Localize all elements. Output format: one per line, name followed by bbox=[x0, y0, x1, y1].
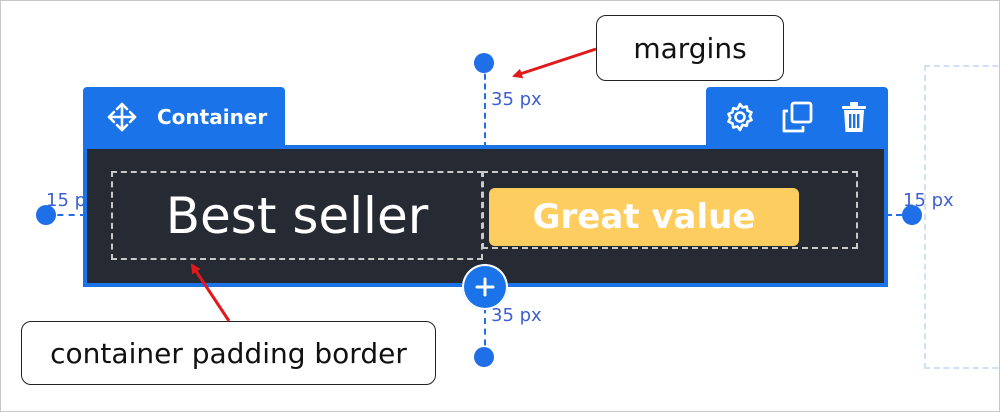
margin-bottom-value: 35 px bbox=[491, 305, 542, 326]
margin-bottom-handle[interactable] bbox=[474, 347, 494, 367]
best-seller-heading[interactable]: Best seller bbox=[165, 186, 429, 245]
element-type-label: Container bbox=[157, 105, 268, 129]
margin-top-handle[interactable] bbox=[474, 53, 494, 73]
adjacent-element-outline bbox=[924, 65, 1000, 369]
margin-left-handle[interactable] bbox=[36, 205, 56, 225]
margin-left-guide bbox=[46, 214, 86, 216]
margins-callout: margins bbox=[596, 15, 784, 81]
element-type-tab[interactable]: Container bbox=[83, 87, 285, 147]
margin-right-guide bbox=[886, 214, 912, 216]
element-toolbar bbox=[706, 87, 888, 147]
margin-top-guide bbox=[484, 64, 486, 148]
padding-border-left: Best seller bbox=[111, 171, 483, 260]
padding-border-right bbox=[482, 171, 858, 249]
settings-icon[interactable] bbox=[720, 97, 760, 137]
duplicate-icon[interactable] bbox=[777, 97, 817, 137]
great-value-badge[interactable]: Great value bbox=[489, 188, 799, 246]
delete-icon[interactable] bbox=[834, 97, 874, 137]
add-element-button[interactable] bbox=[462, 264, 508, 310]
plus-icon bbox=[475, 277, 495, 297]
margin-right-handle[interactable] bbox=[902, 205, 922, 225]
margin-right-value: 15 px bbox=[903, 190, 954, 211]
margin-top-value: 35 px bbox=[491, 89, 542, 110]
margin-bottom-guide bbox=[484, 286, 486, 356]
padding-callout: container padding border bbox=[21, 321, 436, 385]
move-icon[interactable] bbox=[105, 100, 139, 134]
